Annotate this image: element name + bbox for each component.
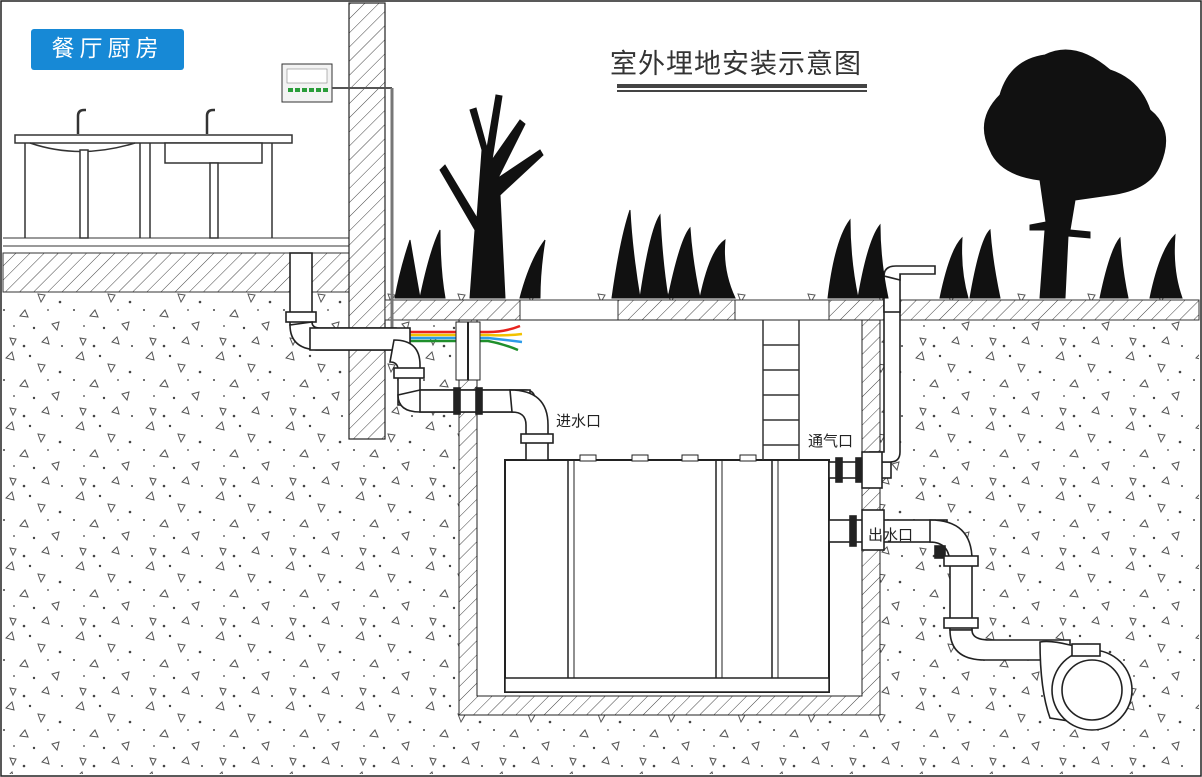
vent-label: 通气口 [808, 432, 854, 450]
cable-bundle [392, 324, 523, 352]
control-panel-icon [281, 63, 394, 332]
outlet-label: 出水口 [868, 526, 914, 544]
title-underline-thin [617, 90, 867, 92]
vent-pipe [828, 265, 936, 489]
ladder-icon [762, 320, 800, 460]
sink-icon [14, 108, 293, 239]
inlet-pipe [285, 252, 554, 461]
diagram-title: 室外埋地安装示意图 [610, 49, 862, 80]
tree-icon [394, 49, 1183, 299]
outlet-pipe [828, 509, 1071, 661]
inlet-label: 进水口 [556, 412, 602, 430]
kitchen-badge: 餐厅厨房 [31, 29, 184, 70]
grease-trap-tank [504, 454, 830, 693]
title-underline-thick [617, 84, 867, 88]
building-wall [348, 2, 386, 440]
paving-strip [519, 299, 619, 321]
pump-icon [1039, 640, 1133, 731]
